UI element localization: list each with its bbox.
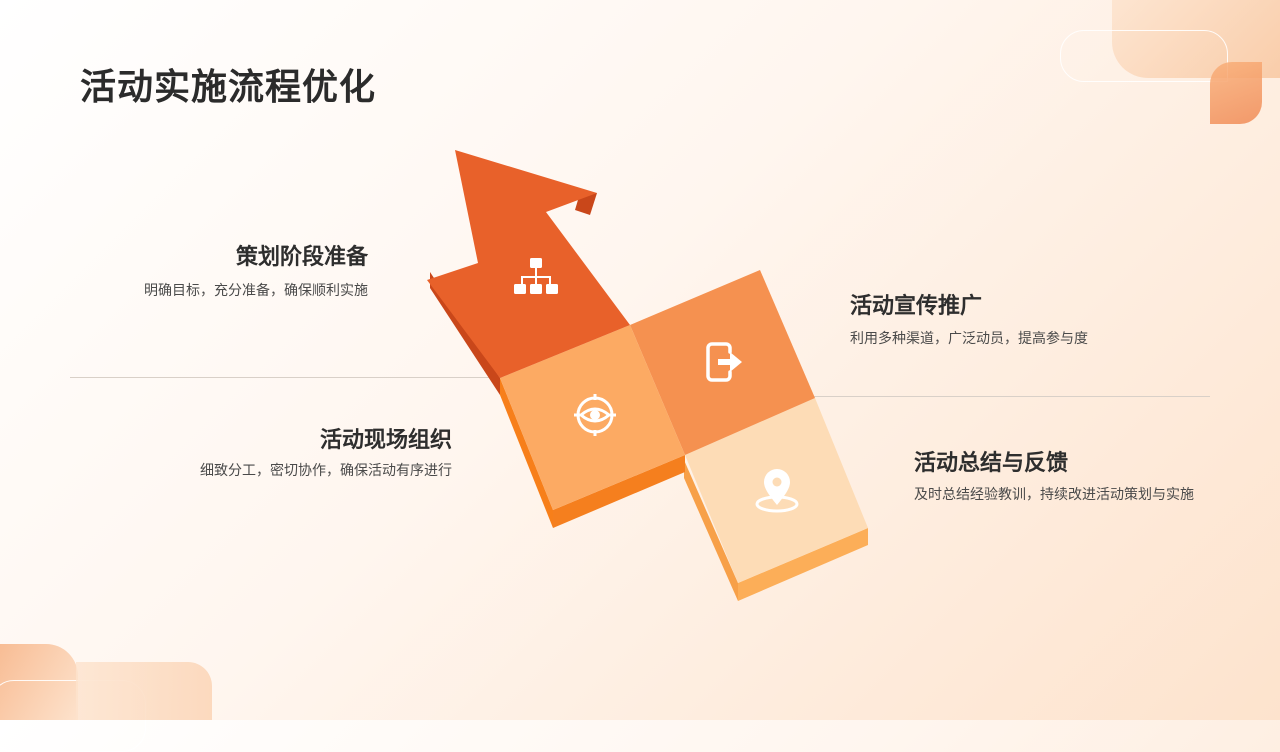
step-4-desc: 及时总结经验教训，持续改进活动策划与实施	[914, 487, 1194, 503]
hierarchy-icon	[514, 258, 558, 294]
corner-leaf-top-right	[1210, 62, 1262, 124]
corner-block-bottom-left	[76, 662, 212, 720]
block-4-side-left	[684, 460, 738, 601]
arrow-head-top	[427, 150, 630, 378]
step-2-title: 活动宣传推广	[850, 294, 983, 319]
step-3-desc: 细致分工，密切协作，确保活动有序进行	[200, 463, 452, 479]
block-3-side-left	[500, 378, 553, 528]
location-pin-icon	[755, 469, 799, 513]
divider-left	[70, 377, 510, 378]
target-eye-icon	[574, 394, 616, 436]
block-3-side	[553, 455, 685, 528]
corner-outline-top-right	[1060, 30, 1228, 82]
step-2-desc: 利用多种渠道，广泛动员，提高参与度	[850, 331, 1088, 347]
step-1-title: 策划阶段准备	[235, 245, 368, 270]
process-arrow-graphic	[427, 150, 868, 601]
step-1-desc: 明确目标，充分准备，确保顺利实施	[144, 283, 368, 299]
step-4-title: 活动总结与反馈	[914, 451, 1069, 476]
share-exit-icon	[706, 342, 742, 382]
page-title: 活动实施流程优化	[80, 67, 377, 108]
divider-right	[800, 396, 1210, 397]
step-3-title: 活动现场组织	[319, 428, 452, 453]
block-4-side	[738, 528, 868, 601]
